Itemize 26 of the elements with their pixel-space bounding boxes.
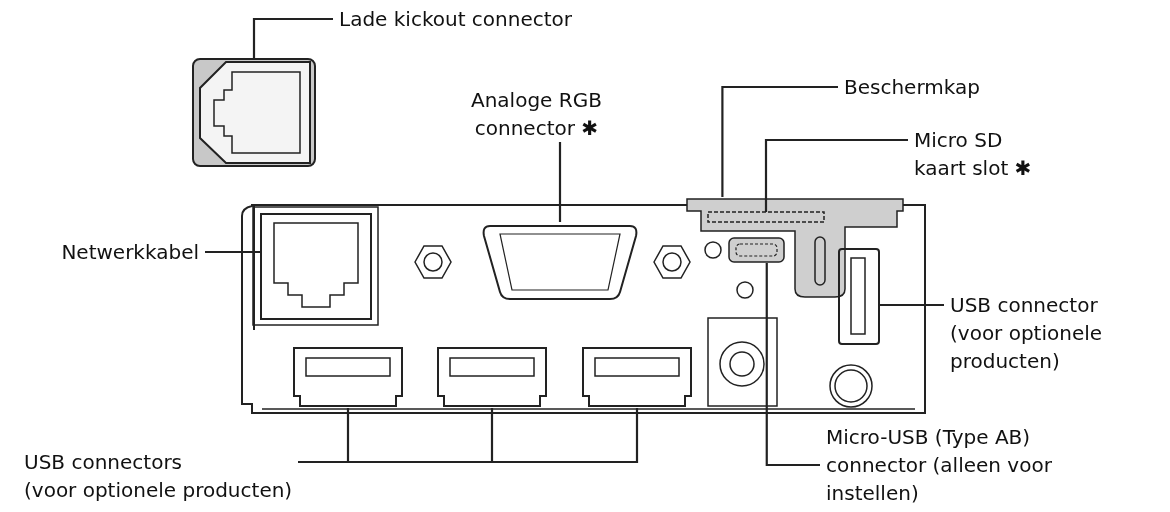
micro-usb-port-drawing	[728, 237, 785, 263]
leader-line	[252, 17, 333, 58]
modular-jack-drawing	[192, 58, 316, 167]
leader-line	[880, 303, 944, 307]
network-port-drawing	[260, 213, 372, 320]
protective-cover-drawing	[685, 197, 905, 299]
leader-line	[558, 142, 562, 222]
part-label: Analoge RGB connector ✱	[465, 86, 608, 142]
vga-port-drawing	[480, 222, 640, 302]
leader-line	[205, 250, 260, 254]
usb-port-drawing	[838, 248, 880, 345]
part-label: USB connectors (voor optionele producten)	[18, 448, 299, 504]
part-label: USB connector (voor optionele producten)	[944, 291, 1109, 375]
usb-port-drawing	[581, 346, 693, 408]
part-label: Netwerkkabel	[55, 238, 205, 266]
part-label: Micro-USB (Type AB) connector (alleen voor instellen)	[820, 423, 1058, 507]
leader-line	[765, 263, 820, 467]
leader-line	[764, 138, 908, 212]
leader-line	[298, 408, 639, 464]
part-label: Lade kickout connector	[333, 5, 579, 33]
usb-port-drawing	[292, 346, 404, 408]
part-label: Beschermkap	[838, 73, 986, 101]
usb-port-drawing	[436, 346, 548, 408]
part-label: Micro SD kaart slot ✱	[908, 126, 1038, 182]
leader-line	[721, 85, 838, 197]
card-slot-drawing	[708, 212, 824, 222]
